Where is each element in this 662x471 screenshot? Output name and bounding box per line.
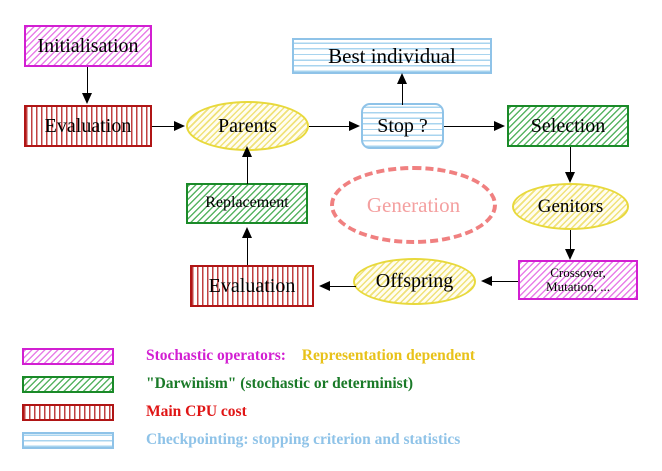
legend-row-darwinism: "Darwinism" (stochastic or determinist) [22,374,413,394]
legend-label-stochastic-secondary: Representation dependent [301,347,476,364]
edge-operators-to-offspring [492,281,518,282]
arrowhead-stop-to-selection [494,121,505,131]
legend-row-checkpointing: Checkpointing: stopping criterion and st… [22,430,460,450]
node-replacement-label: Replacement [205,194,289,212]
edge-parents-to-stop [309,126,353,127]
edge-initialisation-to-evaluation [87,67,88,95]
edge-genitors-to-operators [570,230,571,252]
edge-selection-to-genitors [570,147,571,174]
node-generation-label: Generation [366,192,461,217]
edge-stop-to-best-individual [402,82,403,105]
arrowhead-evaluation-to-parents [174,121,185,131]
node-stop[interactable]: Stop ? [361,103,444,149]
node-selection-label: Selection [530,114,606,137]
node-best-individual-label: Best individual [328,43,456,68]
node-initialisation-label: Initialisation [37,34,139,57]
edge-offspring-to-evaluation [330,286,356,287]
node-operators[interactable]: Crossover, Mutation, ... [518,260,638,300]
legend-swatch-red [22,403,114,421]
node-generation: Generation [330,166,497,244]
node-evaluation-top[interactable]: Evaluation [24,105,152,147]
node-best-individual[interactable]: Best individual [292,38,492,74]
legend-swatch-magenta [22,347,114,365]
node-parents-label: Parents [218,114,277,137]
arrowhead-offspring-to-evaluation [319,281,330,291]
arrowhead-evaluation-to-replacement [242,227,252,238]
edge-stop-to-selection [444,126,498,127]
legend-swatch-green [22,375,114,393]
legend-swatch-blue [22,431,114,449]
legend-row-cpu-cost: Main CPU cost [22,402,247,422]
legend-text-checkpointing: Checkpointing: stopping criterion and st… [146,431,460,449]
arrowhead-genitors-to-operators [565,249,575,260]
legend-label-cpu-cost: Main CPU cost [146,403,247,420]
legend-text-cpu-cost: Main CPU cost [146,403,247,421]
edge-evaluation-to-replacement [247,235,248,265]
legend-text-darwinism: "Darwinism" (stochastic or determinist) [146,375,413,393]
legend-text-stochastic: Stochastic operators: Representation dep… [146,347,475,365]
node-selection[interactable]: Selection [507,105,629,147]
arrowhead-initialisation-to-evaluation [82,93,92,104]
node-parents[interactable]: Parents [186,101,309,151]
legend-label-darwinism: "Darwinism" (stochastic or determinist) [146,375,414,392]
arrowhead-parents-to-stop [349,121,360,131]
node-operators-label: Crossover, Mutation, ... [546,265,610,294]
legend-label-stochastic-primary: Stochastic operators: [146,347,286,364]
node-initialisation[interactable]: Initialisation [24,25,152,67]
node-genitors-label: Genitors [537,195,604,217]
edge-evaluation-to-parents [152,126,178,127]
arrowhead-selection-to-genitors [565,172,575,183]
node-offspring-label: Offspring [375,270,454,292]
legend-row-stochastic: Stochastic operators: Representation dep… [22,346,475,366]
node-stop-label: Stop ? [377,114,428,137]
node-evaluation-top-label: Evaluation [44,114,132,137]
node-replacement[interactable]: Replacement [186,183,308,224]
node-evaluation-bottom-label: Evaluation [208,274,296,297]
edge-replacement-to-parents [247,155,248,184]
arrowhead-stop-to-best-individual [397,73,407,84]
arrowhead-replacement-to-parents [242,146,252,157]
node-evaluation-bottom[interactable]: Evaluation [190,265,314,307]
arrowhead-operators-to-offspring [481,276,492,286]
legend-label-checkpointing: Checkpointing: stopping criterion and st… [146,431,461,448]
node-genitors[interactable]: Genitors [512,183,629,230]
node-offspring[interactable]: Offspring [353,258,476,305]
